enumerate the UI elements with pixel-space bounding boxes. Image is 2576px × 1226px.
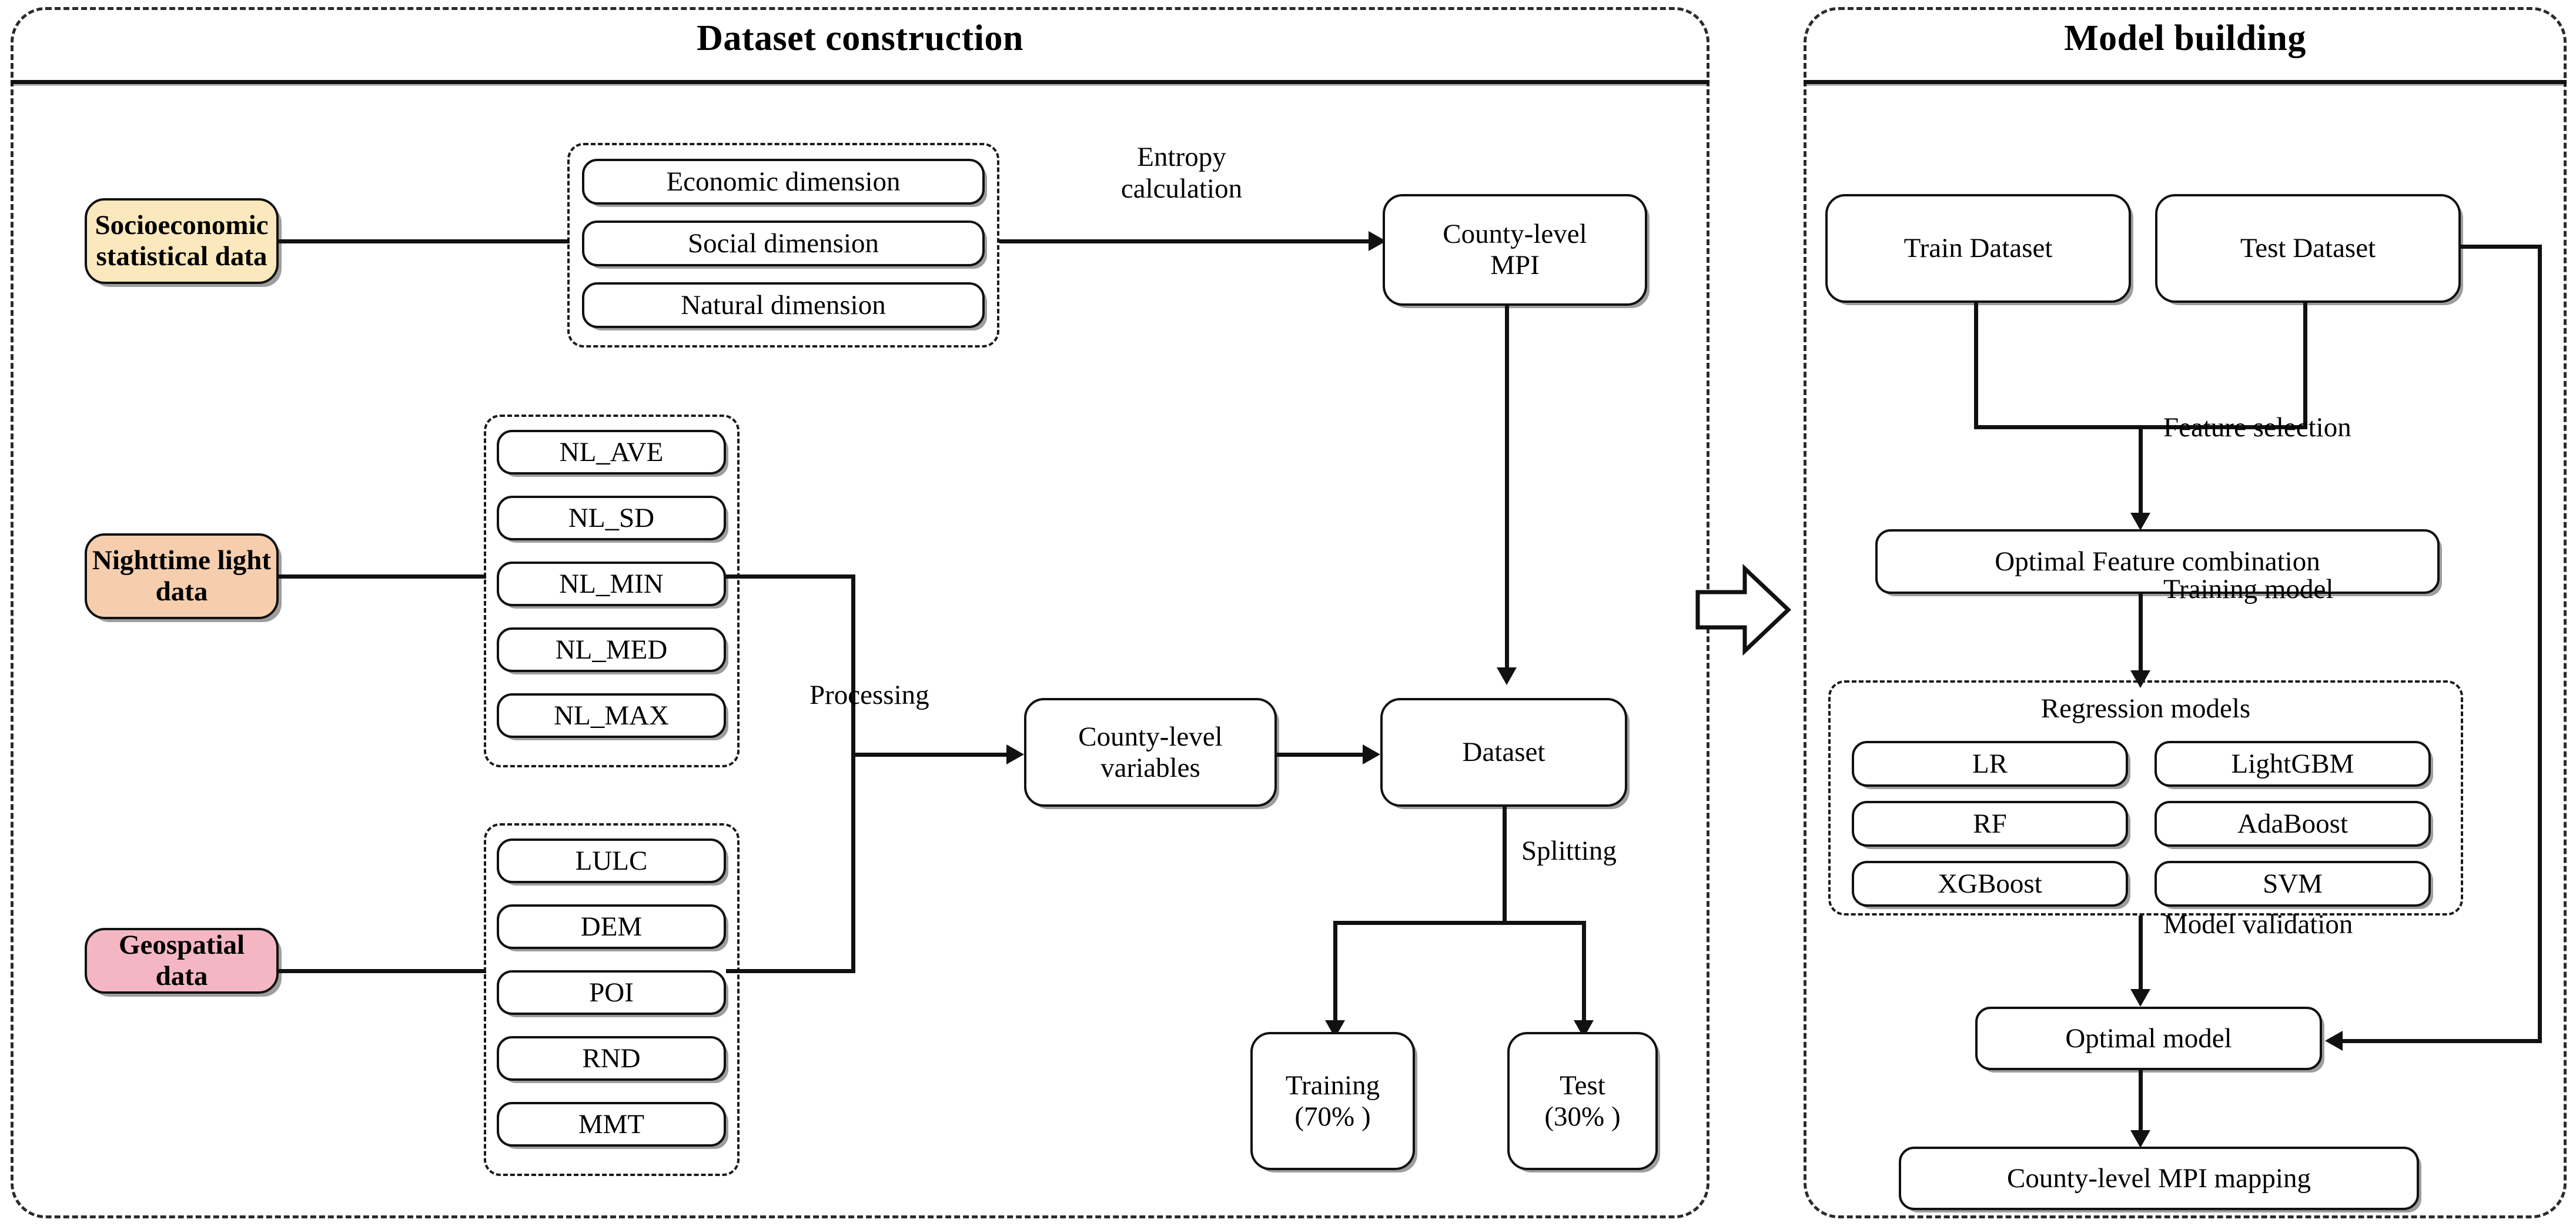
connector-mpi-to-dataset bbox=[1505, 306, 1509, 670]
connector-feedback-into-optimal-model bbox=[2343, 1039, 2542, 1043]
dimension-box-economic[interactable]: Economic dimension bbox=[582, 159, 985, 205]
arrowhead-to-optimal-feature bbox=[2130, 513, 2150, 530]
nightlight-box-nl-ave[interactable]: NL_AVE bbox=[497, 430, 726, 475]
regression-model-rf[interactable]: RF bbox=[1852, 801, 2128, 847]
arrowhead-county-variables-to-dataset bbox=[1363, 744, 1380, 764]
group-regression-models-title: Regression models bbox=[2040, 693, 2251, 724]
arrowhead-to-regression-models bbox=[2130, 670, 2150, 688]
connector-split-bus bbox=[1333, 921, 1586, 925]
node-dataset[interactable]: Dataset bbox=[1380, 698, 1627, 807]
edge-label-model-validation: Model validation bbox=[2163, 909, 2353, 940]
nightlight-box-nl-max[interactable]: NL_MAX bbox=[497, 693, 726, 738]
connector-merge-to-feature-selection bbox=[2139, 425, 2143, 519]
dimension-box-social[interactable]: Social dimension bbox=[582, 221, 985, 266]
regression-model-xgboost[interactable]: XGBoost bbox=[1852, 861, 2128, 907]
node-county-level-mpi[interactable]: County-level MPI bbox=[1383, 194, 1647, 306]
node-optimal-model[interactable]: Optimal model bbox=[1975, 1007, 2322, 1070]
edge-label-splitting: Splitting bbox=[1521, 836, 1617, 866]
panel-dataset-construction-title: Dataset construction bbox=[697, 18, 1023, 58]
connector-poi-to-bus bbox=[726, 969, 855, 973]
arrowhead-to-mpi-mapping bbox=[2130, 1130, 2150, 1148]
node-optimal-feature-combination[interactable]: Optimal Feature combination bbox=[1875, 529, 2440, 594]
block-right-arrow-icon bbox=[1693, 562, 1793, 659]
edge-label-entropy-calculation: Entropy calculation bbox=[1120, 142, 1243, 205]
group-geospatial-variables bbox=[484, 823, 740, 1176]
source-box-geospatial[interactable]: Geospatial data bbox=[85, 928, 279, 994]
connector-split-right-down bbox=[1582, 921, 1586, 1024]
connector-optimal-model-to-mapping bbox=[2139, 1070, 2143, 1135]
node-county-level-mpi-mapping[interactable]: County-level MPI mapping bbox=[1899, 1147, 2419, 1210]
regression-model-svm[interactable]: SVM bbox=[2155, 861, 2431, 907]
connector-nl-min-to-bus bbox=[726, 574, 855, 579]
group-regression-models bbox=[1828, 680, 2463, 916]
connector-feature-to-regression bbox=[2139, 594, 2143, 676]
connector-county-variables-to-dataset bbox=[1277, 753, 1365, 757]
connector-bus-vertical bbox=[851, 574, 855, 973]
group-nightlight-variables bbox=[484, 415, 740, 767]
regression-model-adaboost[interactable]: AdaBoost bbox=[2155, 801, 2431, 847]
geospatial-box-mmt[interactable]: MMT bbox=[497, 1102, 726, 1147]
arrowhead-bus-to-county-variables bbox=[1006, 744, 1024, 764]
node-test-dataset[interactable]: Test Dataset bbox=[2155, 194, 2461, 303]
connector-test-dataset-down bbox=[2303, 303, 2307, 429]
source-box-socioeconomic[interactable]: Socioeconomic statistical data bbox=[85, 198, 279, 284]
source-box-nightlight[interactable]: Nighttime light data bbox=[85, 533, 279, 619]
edge-label-feature-selection: Feature selection bbox=[2163, 412, 2351, 443]
arrowhead-mpi-to-dataset bbox=[1497, 667, 1517, 685]
dimension-box-natural[interactable]: Natural dimension bbox=[582, 282, 985, 328]
arrowhead-feedback-into-optimal-model bbox=[2325, 1031, 2343, 1051]
nightlight-box-nl-sd[interactable]: NL_SD bbox=[497, 496, 726, 540]
node-county-level-variables[interactable]: County-level variables bbox=[1024, 698, 1277, 807]
geospatial-box-lulc[interactable]: LULC bbox=[497, 839, 726, 883]
connector-train-dataset-down bbox=[1974, 303, 1978, 429]
connector-dimensions-to-mpi bbox=[999, 239, 1369, 243]
connector-split-left-down bbox=[1333, 921, 1337, 1024]
nightlight-box-nl-med[interactable]: NL_MED bbox=[497, 627, 726, 672]
panel-model-building-rule bbox=[1804, 80, 2567, 84]
group-dimensions bbox=[567, 143, 999, 348]
connector-test-dataset-feedback-top bbox=[2461, 245, 2542, 249]
nightlight-box-nl-min[interactable]: NL_MIN bbox=[497, 562, 726, 606]
panel-dataset-construction-rule bbox=[11, 80, 1709, 84]
node-training-split[interactable]: Training (70% ) bbox=[1250, 1032, 1415, 1170]
regression-model-lr[interactable]: LR bbox=[1852, 741, 2128, 787]
connector-bus-to-county-variables bbox=[851, 753, 1010, 757]
panel-model-building-title: Model building bbox=[2064, 18, 2306, 58]
edge-label-training-model: Training model bbox=[2163, 574, 2334, 604]
geospatial-box-dem[interactable]: DEM bbox=[497, 904, 726, 949]
connector-dataset-to-split bbox=[1503, 807, 1507, 924]
edge-label-processing: Processing bbox=[809, 680, 929, 710]
connector-geospatial-to-geo-group bbox=[279, 969, 486, 973]
connector-socioeconomic-to-dimensions bbox=[279, 239, 570, 243]
geospatial-box-poi[interactable]: POI bbox=[497, 970, 726, 1015]
geospatial-box-rnd[interactable]: RND bbox=[497, 1036, 726, 1081]
node-test-split[interactable]: Test (30% ) bbox=[1507, 1032, 1658, 1170]
regression-model-lightgbm[interactable]: LightGBM bbox=[2155, 741, 2431, 787]
connector-nightlight-to-nl-group bbox=[279, 574, 486, 579]
connector-regression-to-optimal-model bbox=[2139, 916, 2143, 995]
arrowhead-to-optimal-model bbox=[2130, 989, 2150, 1007]
node-train-dataset[interactable]: Train Dataset bbox=[1825, 194, 2131, 303]
connector-test-dataset-feedback-side bbox=[2538, 245, 2542, 1043]
